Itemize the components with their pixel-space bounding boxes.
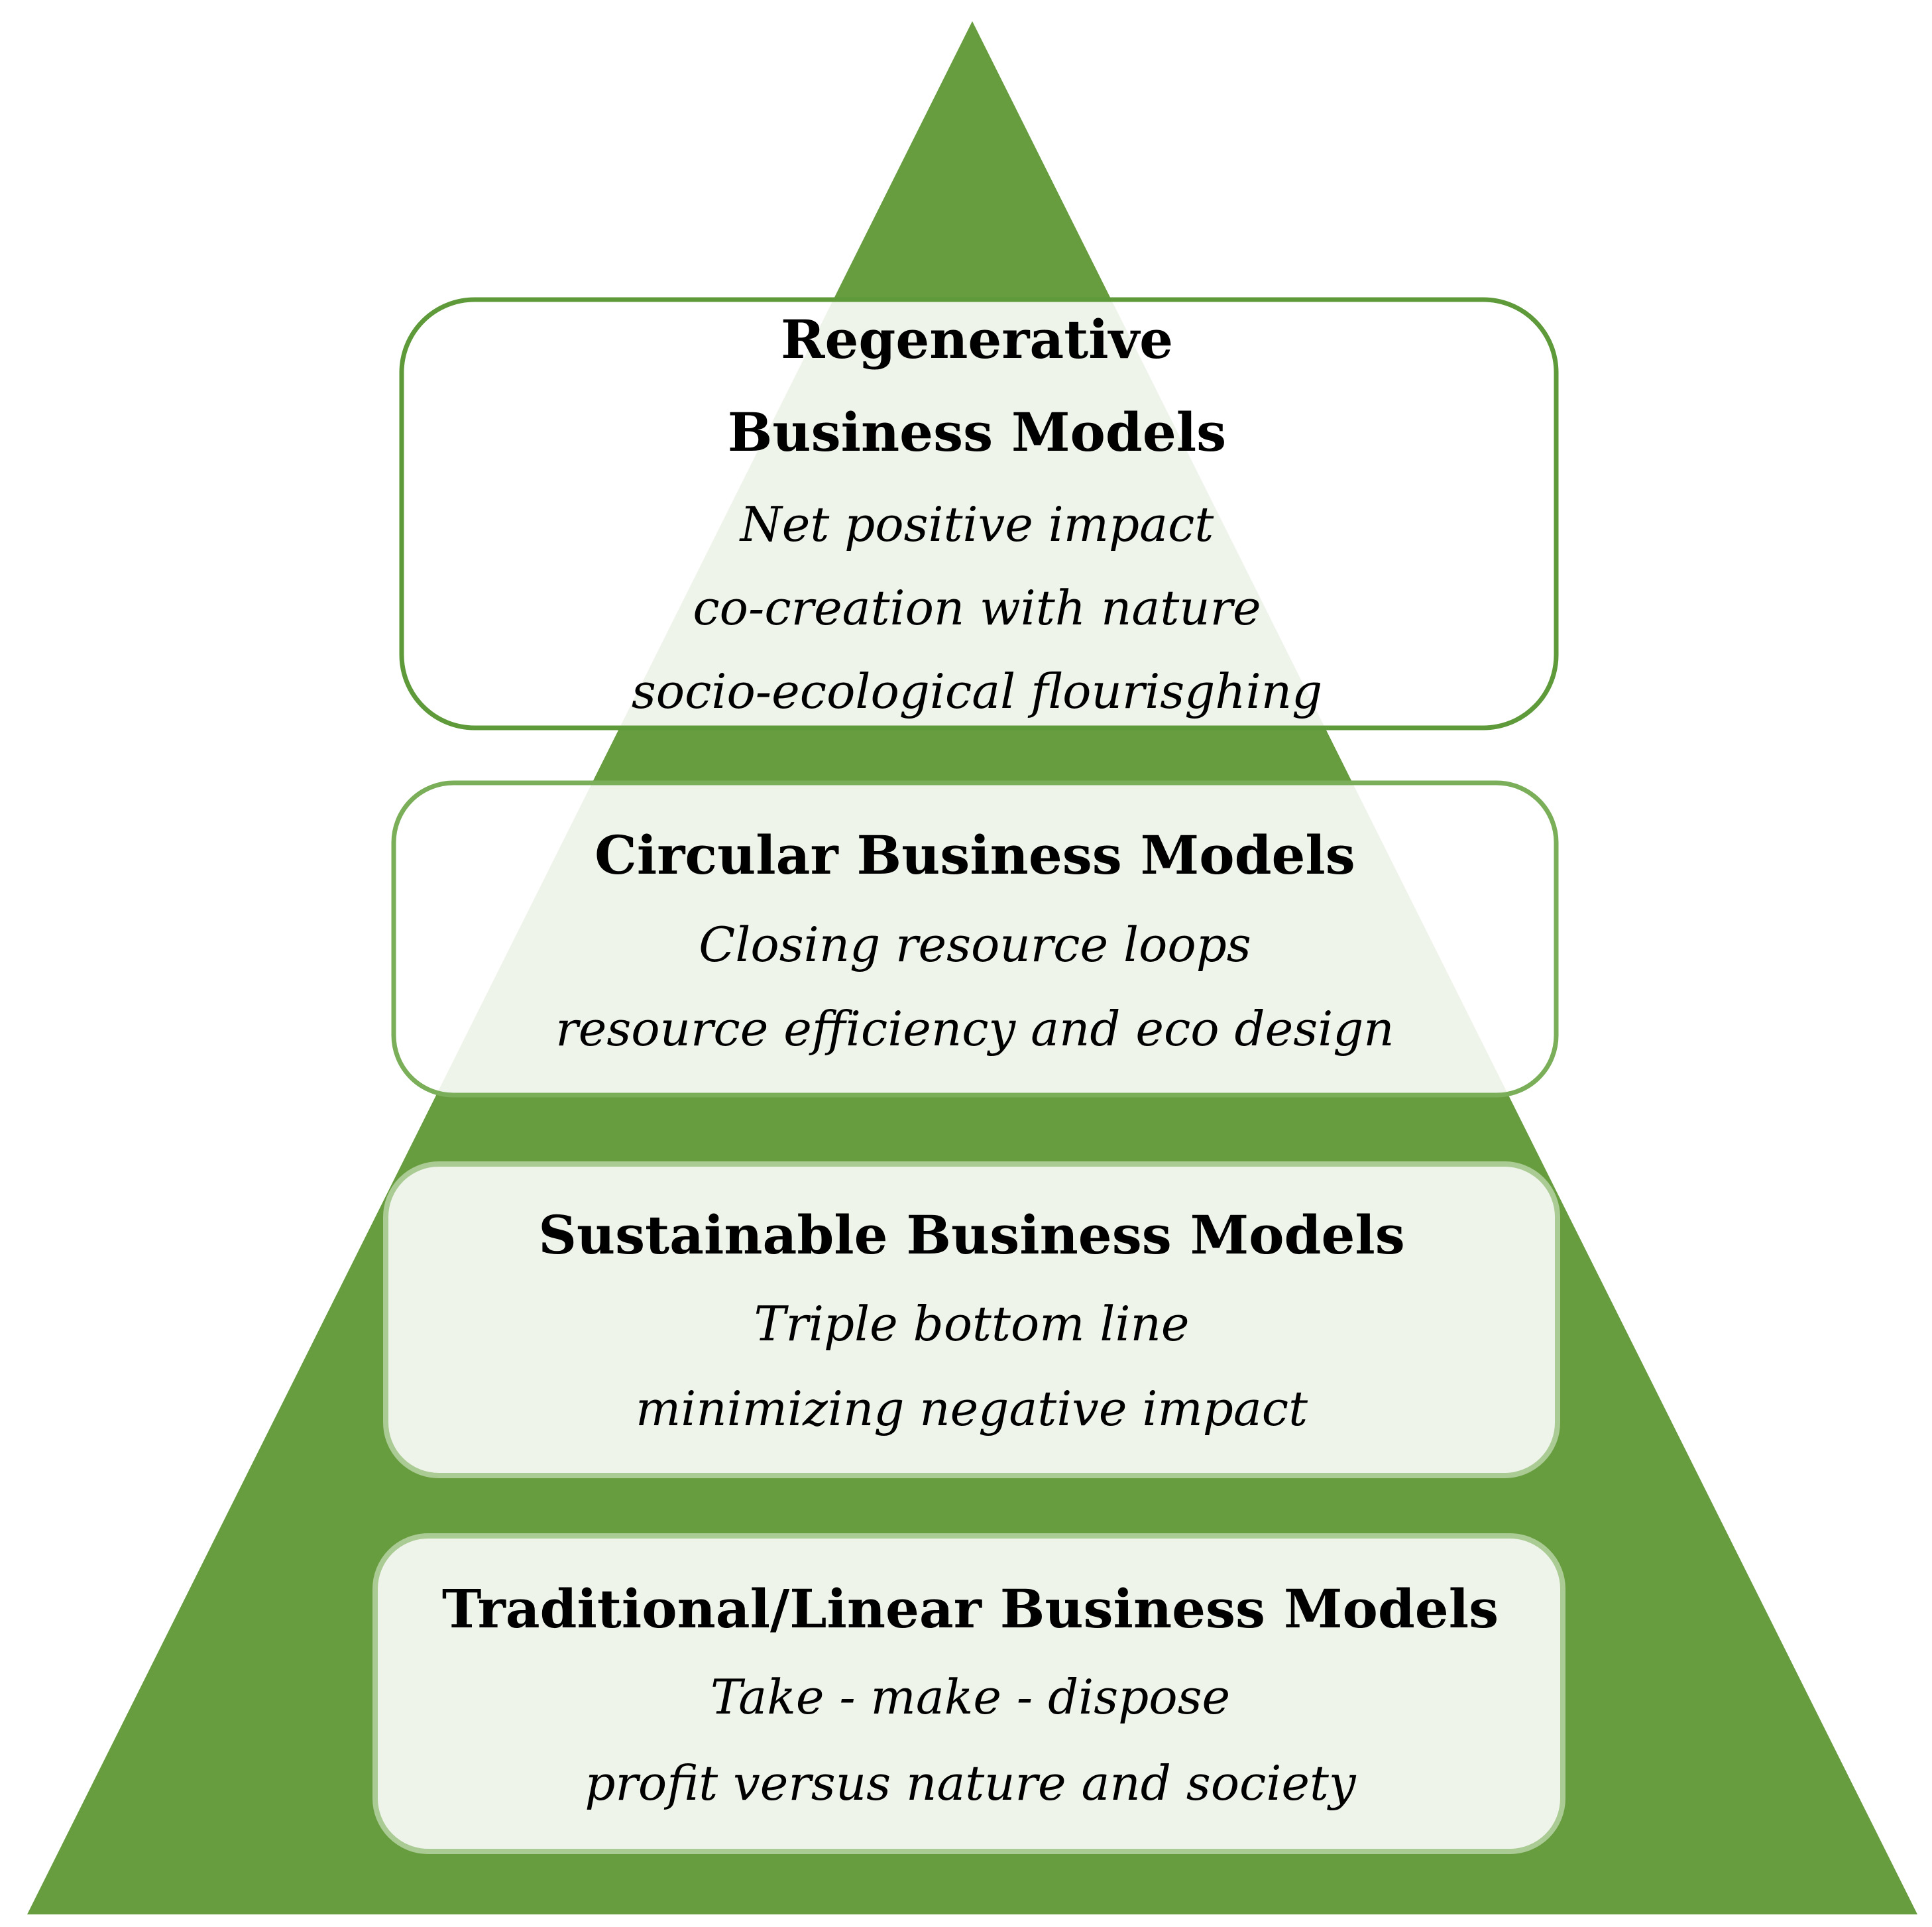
level-traditional-linear-box xyxy=(372,1533,1565,1854)
level-sustainable-title: Sustainable Business Models xyxy=(538,1204,1405,1266)
level-circular-pyramid-overlay xyxy=(394,783,1556,1095)
level-regenerative: Regenerative Business Models Net positiv… xyxy=(399,297,1559,730)
level-sustainable-desc-line-2: minimizing negative impact xyxy=(636,1381,1308,1436)
level-circular-border xyxy=(391,780,1559,1098)
level-sustainable-box xyxy=(383,1161,1560,1478)
level-circular-desc-line-2: resource efficiency and eco design xyxy=(555,1001,1394,1057)
level-regenerative-desc-line-3: socio-ecological flourisghing xyxy=(632,664,1322,719)
level-regenerative-desc-line-2: co-creation with nature xyxy=(693,580,1261,636)
level-traditional-linear: Traditional/Linear Business Models Take … xyxy=(372,1533,1565,1854)
level-regenerative-desc-line-1: Net positive impact xyxy=(739,496,1215,552)
level-circular: Circular Business Models Closing resourc… xyxy=(391,780,1559,1098)
level-regenerative-border xyxy=(399,297,1559,730)
level-circular-title: Circular Business Models xyxy=(595,824,1355,886)
level-traditional-linear-title: Traditional/Linear Business Models xyxy=(442,1578,1499,1640)
level-sustainable-desc-line-1: Triple bottom line xyxy=(754,1296,1190,1352)
level-traditional-linear-desc-line-2: profit versus nature and society xyxy=(585,1755,1357,1811)
level-traditional-linear-desc-line-1: Take - make - dispose xyxy=(710,1669,1230,1725)
level-regenerative-title-line-1: Regenerative xyxy=(781,308,1173,371)
level-circular-desc-line-1: Closing resource loops xyxy=(699,917,1251,972)
level-regenerative-title-line-2: Business Models xyxy=(728,401,1226,463)
level-sustainable: Sustainable Business Models Triple botto… xyxy=(383,1161,1560,1478)
